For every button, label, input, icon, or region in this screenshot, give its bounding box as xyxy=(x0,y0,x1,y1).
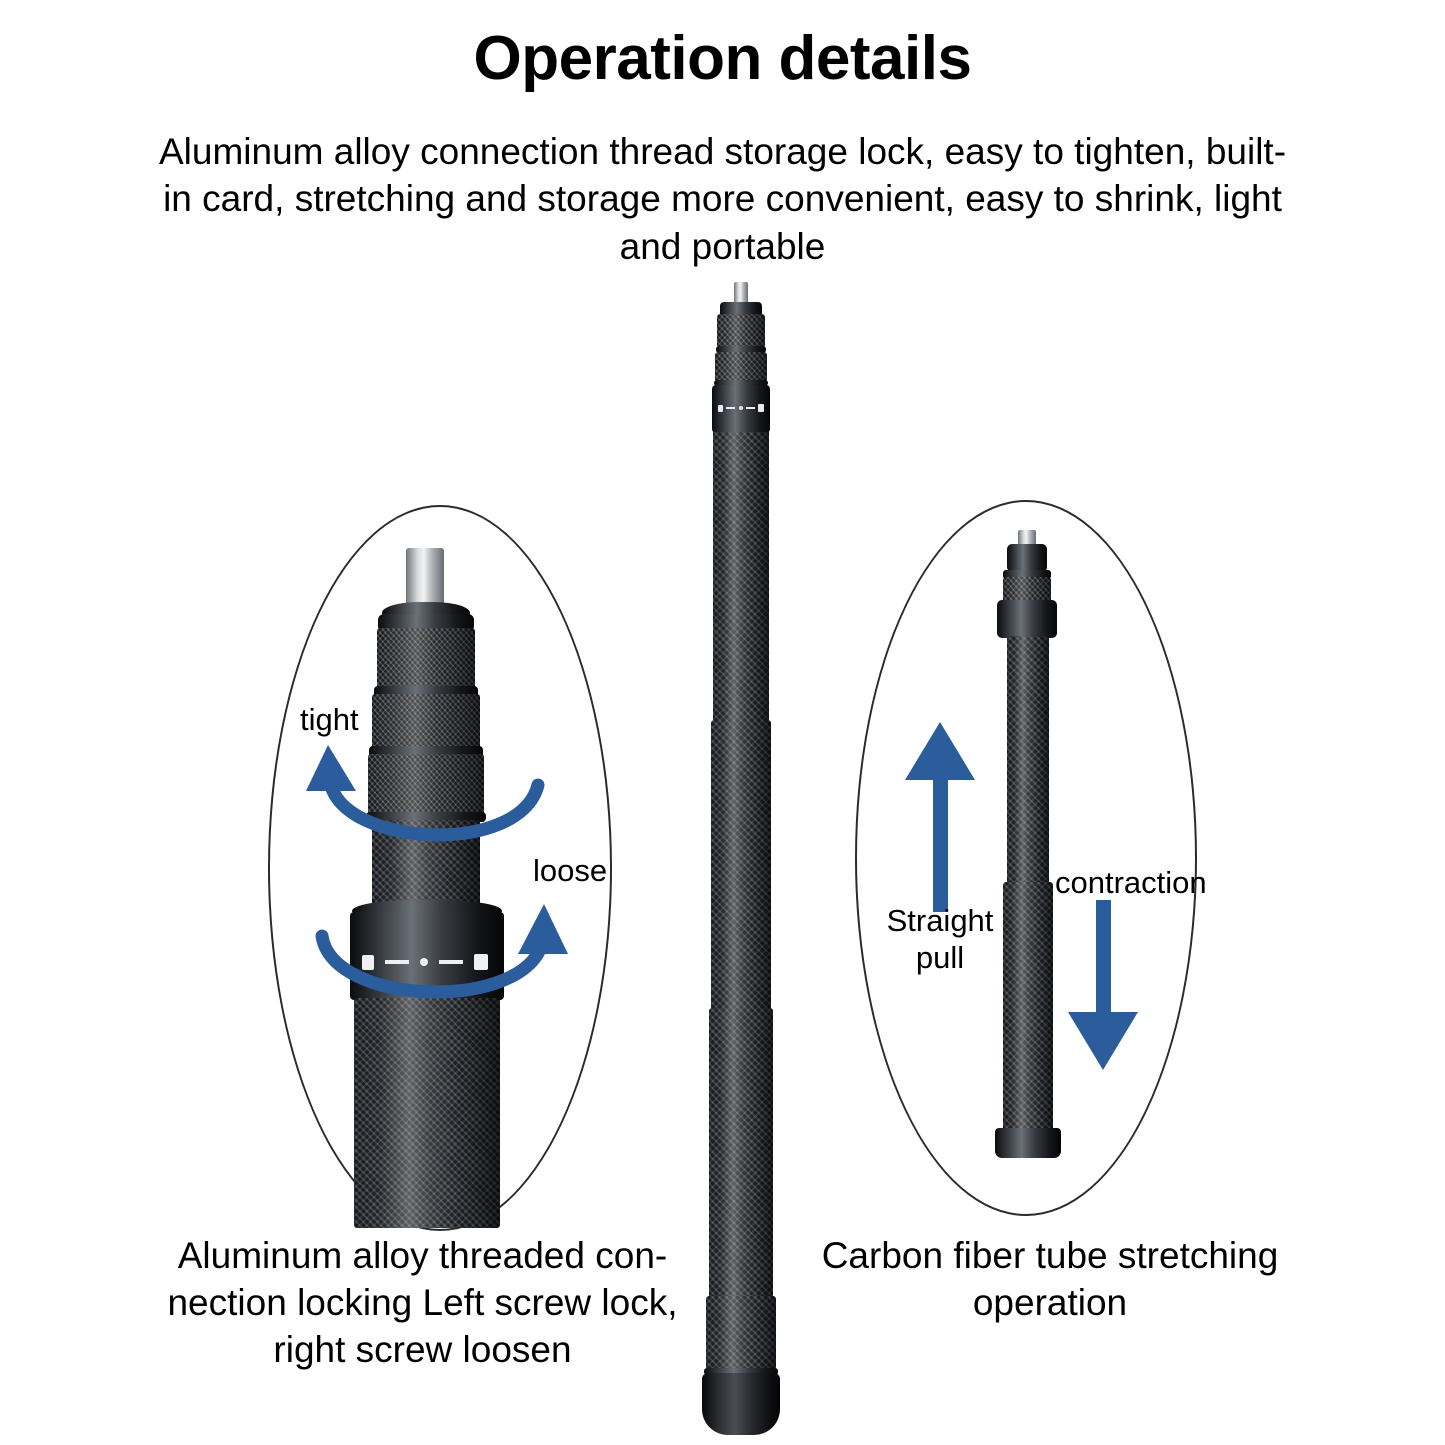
contraction-label: contraction xyxy=(1055,865,1207,900)
collapsed-bottom-collar xyxy=(995,1128,1061,1158)
left-callout-caption: Aluminum alloy threaded con-nection lock… xyxy=(167,1235,678,1370)
carbon-tube-section-1 xyxy=(713,432,769,722)
closeup-knurled-middle xyxy=(372,694,480,750)
knurled-head xyxy=(717,314,765,348)
unlocked-padlock-icon xyxy=(474,954,488,970)
dot-icon xyxy=(738,406,743,410)
tip-cap xyxy=(720,302,762,316)
right-arrow-icon xyxy=(745,407,755,409)
carbon-tube-section-2 xyxy=(711,720,771,1010)
closeup-lock-indicator-marks xyxy=(362,954,488,970)
closeup-top-cap xyxy=(378,614,474,632)
straight-pull-label: Straight pull xyxy=(886,903,994,975)
dot-icon xyxy=(420,958,428,966)
collapsed-knurled-body xyxy=(1003,577,1051,603)
unlocked-padlock-icon xyxy=(758,404,764,412)
thread-lock-closeup xyxy=(330,548,560,1228)
down-arrow-contraction xyxy=(1068,900,1138,1070)
lock-indicator-marks xyxy=(718,404,764,412)
foot-ring xyxy=(704,1368,778,1375)
locked-padlock-icon xyxy=(718,404,723,412)
page-subtitle: Aluminum alloy connection thread storage… xyxy=(158,131,1287,267)
tight-label: tight xyxy=(300,702,359,737)
right-callout-ellipse xyxy=(855,500,1197,1216)
right-callout-caption: Carbon fiber tube stretching operation xyxy=(821,1235,1279,1323)
monopod-extended-view xyxy=(688,282,798,1444)
collapsed-screw-tip xyxy=(1018,530,1036,548)
closeup-knurled-lower xyxy=(368,754,484,816)
right-arrow-icon xyxy=(439,960,463,964)
closeup-ring-3 xyxy=(366,812,486,822)
left-arrow-icon xyxy=(726,407,736,409)
collapsed-ring-1 xyxy=(1003,570,1051,579)
locked-padlock-icon xyxy=(362,954,374,970)
left-arrow-icon xyxy=(385,960,409,964)
carbon-tube-section-3 xyxy=(709,1008,773,1298)
closeup-knurled-upper xyxy=(377,628,475,690)
collapsed-tube-closeup xyxy=(985,530,1075,1200)
closeup-screw-thread xyxy=(406,548,444,608)
left-callout-ellipse xyxy=(268,505,612,1231)
knurled-collar-upper xyxy=(715,352,767,382)
carbon-tube-section-4 xyxy=(706,1296,776,1370)
rotate-left-arrow-tight xyxy=(306,745,545,842)
head-ring xyxy=(716,346,766,353)
collapsed-carbon-shaft-lower xyxy=(1003,882,1053,1132)
collapsed-tip-cap xyxy=(1007,544,1047,572)
collapsed-lock-collar xyxy=(997,600,1057,638)
rubber-foot-cap xyxy=(702,1373,780,1435)
rotate-right-arrow-loose xyxy=(315,904,568,999)
closeup-lower-carbon-tube xyxy=(354,998,500,1228)
page-title: Operation details xyxy=(473,24,972,93)
collapsed-carbon-shaft-upper xyxy=(1007,636,1049,884)
up-arrow-straight-pull xyxy=(905,722,975,912)
screw-thread-tip xyxy=(734,282,748,304)
collar-ring xyxy=(714,380,768,386)
loose-label: loose xyxy=(533,853,608,888)
